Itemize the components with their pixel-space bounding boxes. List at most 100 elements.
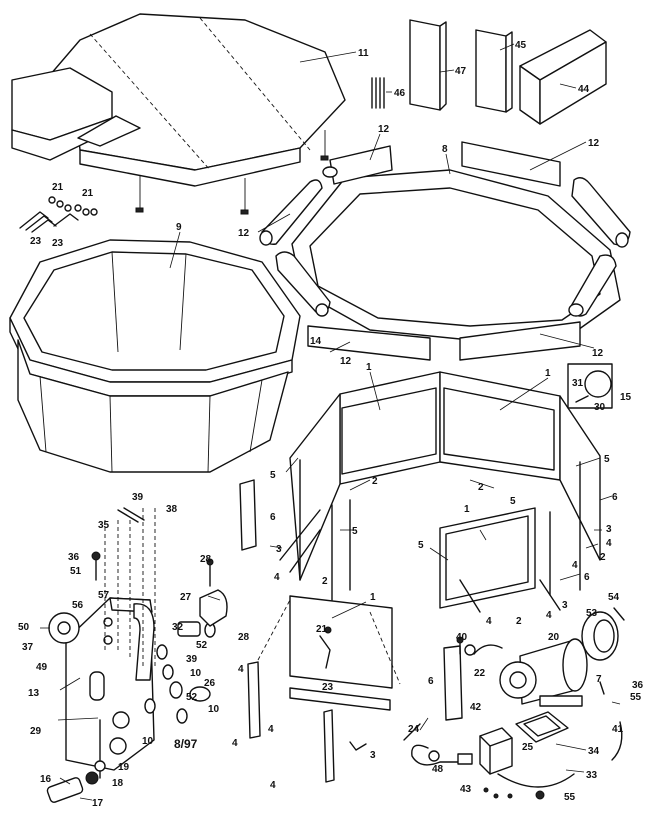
cabinet-side-panels xyxy=(239,371,601,783)
callout-50: 50 xyxy=(18,622,30,633)
cover-clips xyxy=(19,196,98,233)
callout-33: 33 xyxy=(586,770,598,781)
callout-39-top: 39 xyxy=(132,492,144,503)
callout-23-left: 23 xyxy=(30,236,42,247)
callout-4-h: 4 xyxy=(268,724,274,735)
callout-2-c: 2 xyxy=(600,552,606,563)
callout-28-top: 28 xyxy=(200,554,212,565)
callout-21-right: 21 xyxy=(82,188,94,199)
mounting-brackets xyxy=(371,19,607,125)
callout-4-b: 4 xyxy=(274,572,280,583)
callout-12-top: 12 xyxy=(378,124,390,135)
callout-4-d: 4 xyxy=(546,610,552,621)
callout-18: 18 xyxy=(112,778,124,789)
light-15 xyxy=(567,363,613,409)
callout-11: 11 xyxy=(358,48,369,59)
callout-2-e: 2 xyxy=(516,616,522,627)
callout-21-left: 21 xyxy=(52,182,64,193)
callout-47: 47 xyxy=(455,66,467,77)
callout-35: 35 xyxy=(98,520,110,531)
callout-23-lower: 23 xyxy=(322,682,334,693)
top-frame-8 xyxy=(291,169,621,341)
callout-19: 19 xyxy=(118,762,130,773)
callout-41: 41 xyxy=(612,724,624,735)
callout-52-bottom: 52 xyxy=(186,692,198,703)
callout-37: 37 xyxy=(22,642,34,653)
callout-1-right: 1 xyxy=(545,368,551,379)
callout-27: 27 xyxy=(180,592,192,603)
callout-3-d: 3 xyxy=(370,750,376,761)
callout-51: 51 xyxy=(70,566,82,577)
callout-4-f: 4 xyxy=(238,664,244,675)
callout-4-c: 4 xyxy=(486,616,492,627)
callout-52-top: 52 xyxy=(196,640,208,651)
callout-2-b: 2 xyxy=(478,482,484,493)
callout-10-b: 10 xyxy=(208,704,220,715)
callout-12-right-top: 12 xyxy=(588,138,600,149)
callout-5-e: 5 xyxy=(510,496,516,507)
rails-12 xyxy=(259,141,631,361)
leader-lines xyxy=(40,43,621,801)
callout-12-bottom-left: 12 xyxy=(340,356,352,367)
fittings xyxy=(104,507,228,724)
callout-3-c: 3 xyxy=(562,600,568,611)
callout-42: 42 xyxy=(470,702,482,713)
callout-10-a: 10 xyxy=(190,668,202,679)
spa-cover xyxy=(11,13,346,215)
callout-20: 20 xyxy=(548,632,560,643)
callout-54: 54 xyxy=(608,592,620,603)
control-box-25 xyxy=(403,721,623,788)
callout-24: 24 xyxy=(408,724,420,735)
spa-shell-9 xyxy=(9,239,301,473)
callout-3-a: 3 xyxy=(606,524,612,535)
callout-57: 57 xyxy=(98,590,110,601)
callout-53: 53 xyxy=(586,608,598,619)
callout-21-lower: 21 xyxy=(316,624,328,635)
callout-38: 38 xyxy=(166,504,178,515)
callout-5-d: 5 xyxy=(418,540,424,551)
callout-7: 7 xyxy=(596,674,602,685)
callout-1-left: 1 xyxy=(366,362,372,373)
callout-12-bottom-right: 12 xyxy=(592,348,604,359)
callout-5-c: 5 xyxy=(352,526,358,537)
pump-assembly-20 xyxy=(464,611,619,743)
callout-6-b: 6 xyxy=(270,512,276,523)
callout-29: 29 xyxy=(30,726,42,737)
callout-28-mid: 28 xyxy=(238,632,250,643)
callout-36-left: 36 xyxy=(68,552,80,563)
date-code: 8/97 xyxy=(174,737,198,751)
callout-10-c: 10 xyxy=(142,736,154,747)
callout-15: 15 xyxy=(620,392,632,403)
callout-8: 8 xyxy=(442,144,448,155)
screws-46 xyxy=(371,77,385,109)
callout-44: 44 xyxy=(578,84,590,95)
callout-1-mid: 1 xyxy=(464,504,470,515)
callout-56: 56 xyxy=(72,600,84,611)
callout-labels: 11 47 45 44 46 12 8 12 12 21 21 23 23 9 … xyxy=(18,40,644,809)
callout-43: 43 xyxy=(460,784,472,795)
callout-55-bottom: 55 xyxy=(564,792,576,803)
callout-6-d: 6 xyxy=(428,676,434,687)
callout-16: 16 xyxy=(40,774,52,785)
callout-30: 30 xyxy=(594,402,606,413)
callout-31: 31 xyxy=(572,378,584,389)
callout-4-g: 4 xyxy=(232,738,238,749)
callout-5-b: 5 xyxy=(604,454,610,465)
callout-5-a: 5 xyxy=(270,470,276,481)
callout-48: 48 xyxy=(432,764,444,775)
callout-9: 9 xyxy=(176,222,182,233)
callout-55-right: 55 xyxy=(630,692,642,703)
callout-26: 26 xyxy=(204,678,216,689)
misc-hardware xyxy=(91,551,625,800)
callout-46: 46 xyxy=(394,88,406,99)
callout-22: 22 xyxy=(474,668,486,679)
callout-4-i: 4 xyxy=(270,780,276,791)
callout-4-a: 4 xyxy=(606,538,612,549)
callout-40: 40 xyxy=(456,632,468,643)
callout-39-mid: 39 xyxy=(186,654,198,665)
callout-14: 14 xyxy=(310,336,322,347)
equipment-pack-13 xyxy=(46,597,155,803)
callout-6-a: 6 xyxy=(612,492,618,503)
